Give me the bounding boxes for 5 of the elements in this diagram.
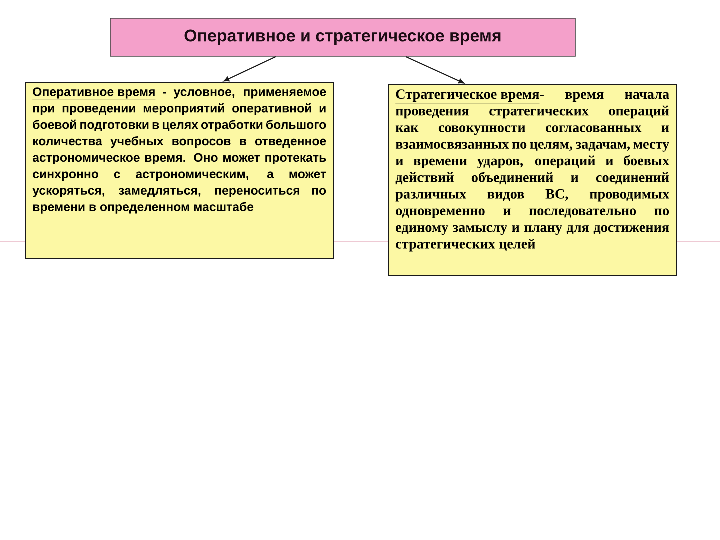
arrow [406, 56, 464, 84]
title-box: Оперативное и стратегическое время [110, 18, 576, 57]
definition-box: Оперативное время - условное, применяемое при проведении мероприятий оперативной и боевой подготовки в целях отработки большого количества учебных вопросов в отведенное астрономическое время. Оно может протекать синхронно с астрономическим, а может ускоряться, замедляться, переноситься по времени в определенном масштабе [25, 82, 334, 260]
arrow [224, 56, 276, 82]
definition-box: Стратегическое время- время начала проведения стратегических операций как совокупности согласованных и взаимосвязанных по целям, задачам, месту и времени ударов, операций и боевых действий объединений и соединений различных видов ВС, проводимых одновременно и последовательно по единому замыслу и плану для достижения стратегических целей [388, 84, 678, 276]
